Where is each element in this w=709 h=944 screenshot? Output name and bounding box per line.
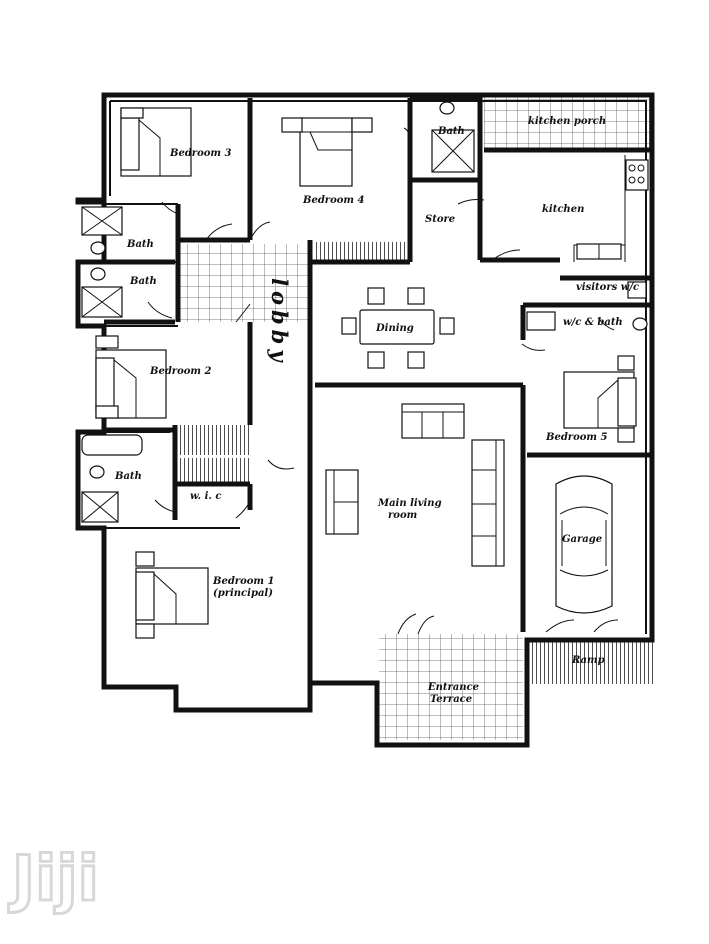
bed-bedroom5	[563, 355, 637, 443]
stair-bedroom4	[315, 242, 407, 262]
label-bedroom1-1: Bedroom 1	[212, 576, 274, 587]
label-store: Store	[425, 214, 455, 225]
toilet-icon	[89, 465, 105, 479]
label-kitchen: kitchen	[542, 204, 584, 215]
label-bedroom1-2: (principal)	[213, 588, 273, 599]
stair-wic	[175, 458, 249, 484]
label-visitors-wc: visitors w/c	[576, 282, 639, 293]
bed-bedroom4	[281, 117, 373, 187]
bed-bedroom3	[120, 107, 192, 177]
stair-bedroom2	[175, 425, 249, 455]
interior-walls	[104, 95, 652, 683]
bathtub-icon	[81, 434, 143, 456]
watermark-logo: Jiji	[8, 842, 99, 915]
car-icon	[555, 475, 613, 614]
stove-icon	[625, 159, 649, 191]
sofa-icon	[401, 403, 465, 439]
door-swing	[147, 127, 619, 635]
label-bedroom5: Bedroom 5	[545, 432, 607, 443]
label-bath-left2: Bath	[129, 276, 157, 287]
sofa-icon	[471, 439, 505, 567]
armchair-icon	[325, 469, 359, 535]
label-dining: Dining	[375, 323, 414, 334]
label-lobby: lobby	[267, 278, 292, 367]
toilet-icon	[90, 267, 106, 281]
label-ramp: Ramp	[571, 655, 605, 666]
label-garage: Garage	[562, 534, 602, 545]
label-main-living-2: room	[388, 510, 417, 521]
label-bath-top: Bath	[437, 126, 465, 137]
label-entrance-2: Terrace	[430, 694, 472, 705]
lobby-floor	[178, 244, 310, 322]
label-entrance-1: Entrance	[427, 682, 479, 693]
label-bedroom3: Bedroom 3	[169, 148, 231, 159]
sink-icon	[627, 281, 647, 299]
label-bath-left1: Bath	[126, 239, 154, 250]
label-wc-bath: w/c & bath	[563, 317, 623, 328]
entrance-terrace-floor	[379, 634, 523, 740]
toilet-icon	[439, 101, 455, 115]
label-bath-left3: Bath	[114, 471, 142, 482]
bed-bedroom1	[135, 551, 209, 639]
toilet-icon	[632, 317, 648, 331]
toilet-icon	[90, 241, 106, 255]
label-kitchen-porch: kitchen porch	[528, 116, 606, 127]
label-main-living-1: Main living	[377, 498, 442, 509]
label-bedroom4: Bedroom 4	[302, 195, 364, 206]
kitchen-porch-floor	[484, 96, 652, 148]
ramp-floor	[527, 638, 653, 684]
label-wic: w. i. c	[190, 491, 221, 502]
dining-table-icon	[341, 287, 455, 369]
sink-icon	[526, 311, 556, 331]
bed-bedroom2	[95, 335, 167, 419]
label-bedroom2: Bedroom 2	[149, 366, 211, 377]
